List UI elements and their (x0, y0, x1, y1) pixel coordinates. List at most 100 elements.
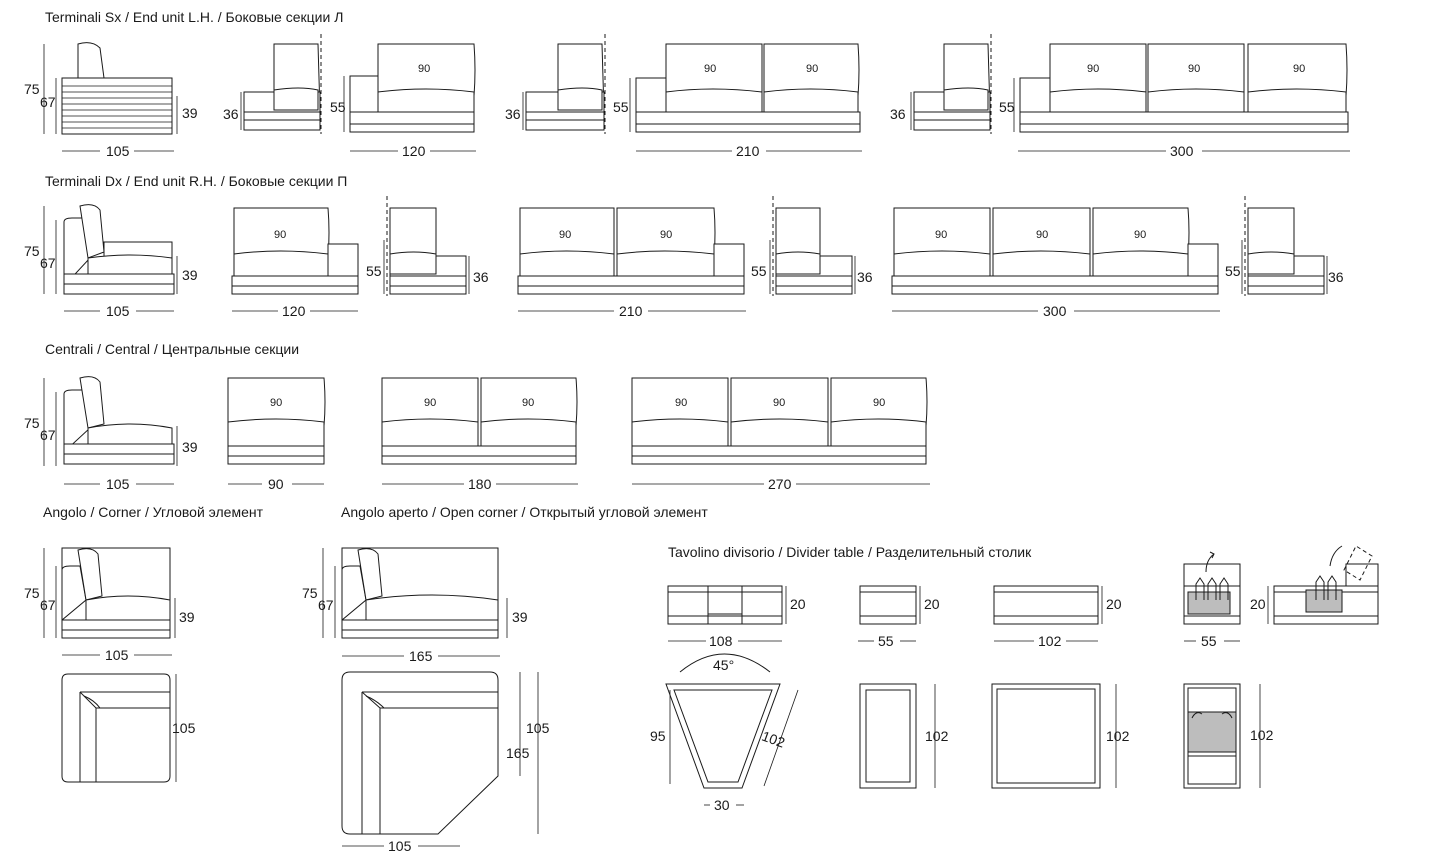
dim-width-300: 300 (1043, 303, 1067, 319)
dim-table-55: 55 (878, 633, 894, 649)
seat-width-label: 90 (1134, 229, 1146, 241)
dim-arm-height: 67 (40, 427, 56, 443)
dim-arm-side-height: 55 (751, 263, 767, 279)
dim-seat-height: 39 (512, 609, 528, 625)
dim-low-height: 36 (1328, 269, 1344, 285)
end-lh-module-120: 90 (349, 43, 476, 133)
seat-width-label: 90 (559, 229, 571, 241)
central-module-90: 90 (227, 377, 326, 465)
divider-table-108-elevation (667, 585, 783, 625)
dim-width-270: 270 (768, 476, 792, 492)
dim-back-height: 75 (24, 243, 40, 259)
dim-seat-height: 39 (182, 267, 198, 283)
end-rh-module-300: 90 90 90 (891, 207, 1219, 295)
end-lh-side-profile (61, 42, 173, 135)
dim-width-120: 120 (282, 303, 306, 319)
dim-table-depth: 102 (1250, 727, 1274, 743)
seat-width-label: 90 (522, 397, 534, 409)
dim-table-102: 102 (1038, 633, 1062, 649)
dim-width-180: 180 (468, 476, 492, 492)
section-title-end-unit-lh: Terminali Sx / End unit L.H. / Боковые с… (45, 9, 343, 25)
dim-open-corner-165: 165 (506, 745, 530, 761)
seat-width-label: 90 (773, 397, 785, 409)
dim-width-120: 120 (402, 143, 426, 159)
end-rh-low-profile-3 (1244, 196, 1325, 296)
corner-plan-view (61, 673, 171, 783)
open-corner-side-profile (341, 547, 499, 639)
divider-table-55-plan (859, 683, 917, 789)
dim-depth: 105 (106, 476, 130, 492)
seat-width-label: 90 (418, 63, 430, 75)
divider-table-bottle-long-elevation (1273, 545, 1379, 625)
central-side-profile (63, 376, 175, 465)
divider-table-102-plan (991, 683, 1101, 789)
dim-back-height: 75 (24, 81, 40, 97)
end-lh-module-300: 90 90 90 (1019, 43, 1349, 133)
rotate-arrow-icon (1191, 712, 1203, 719)
divider-table-55-elevation (859, 585, 917, 625)
rotate-arrow-icon (1221, 712, 1233, 719)
dim-table-trap-side: 102 (760, 728, 788, 751)
end-lh-low-profile-3 (913, 34, 992, 134)
central-module-270: 90 90 90 (631, 377, 928, 465)
divider-table-bottle-plan (1183, 683, 1241, 789)
corner-side-profile (61, 547, 171, 639)
dim-table-55: 55 (1201, 633, 1217, 649)
seat-width-label: 90 (935, 229, 947, 241)
seat-width-label: 90 (270, 397, 282, 409)
open-corner-plan-view (341, 671, 499, 835)
end-rh-side-profile (63, 204, 175, 295)
dim-low-height: 36 (505, 106, 521, 122)
divider-table-bottle-elevation (1183, 551, 1241, 625)
dim-table-height: 20 (1250, 596, 1266, 612)
dim-seat-height: 39 (182, 439, 198, 455)
end-rh-module-120: 90 (231, 207, 359, 295)
seat-width-label: 90 (1293, 63, 1305, 75)
seat-width-label: 90 (274, 229, 286, 241)
dim-table-trap-height: 95 (650, 728, 666, 744)
seat-width-label: 90 (1036, 229, 1048, 241)
seat-width-label: 90 (675, 397, 687, 409)
dim-table-trap-base: 30 (714, 797, 730, 813)
seat-width-label: 90 (704, 63, 716, 75)
divider-table-102-elevation (993, 585, 1099, 625)
dim-width-300: 300 (1170, 143, 1194, 159)
dim-low-height: 36 (857, 269, 873, 285)
dim-open-corner-width: 105 (388, 838, 412, 854)
dim-back-height: 75 (302, 585, 318, 601)
dim-table-height: 20 (790, 596, 806, 612)
dim-table-108: 108 (709, 633, 733, 649)
dim-table-depth: 102 (1106, 728, 1130, 744)
end-lh-low-profile-1 (243, 34, 322, 134)
dim-corner-depth: 105 (172, 720, 196, 736)
seat-width-label: 90 (873, 397, 885, 409)
end-rh-low-profile-1 (386, 196, 467, 296)
dim-arm-height: 67 (40, 94, 56, 110)
dim-depth: 105 (106, 303, 130, 319)
end-rh-low-profile-2 (772, 196, 853, 296)
section-title-corner: Angolo / Corner / Угловой элемент (43, 504, 264, 520)
dim-low-height: 36 (473, 269, 489, 285)
dim-arm-height: 67 (318, 597, 334, 613)
seat-width-label: 90 (424, 397, 436, 409)
end-rh-module-210: 90 90 (517, 207, 745, 295)
dim-depth: 105 (106, 143, 130, 159)
dim-back-height: 75 (24, 415, 40, 431)
dim-table-depth: 102 (925, 728, 949, 744)
dim-width-90: 90 (268, 476, 284, 492)
dim-arm-side-height: 55 (1225, 263, 1241, 279)
section-title-central: Centrali / Central / Центральные секции (45, 341, 299, 357)
end-lh-module-210: 90 90 (635, 43, 861, 133)
dim-width-165: 165 (409, 648, 433, 664)
end-lh-side-stripes (62, 85, 172, 129)
dim-arm-side-height: 55 (999, 99, 1015, 115)
dim-depth: 105 (105, 647, 129, 663)
section-title-divider-table: Tavolino divisorio / Divider table / Раз… (668, 544, 1032, 560)
dim-table-height: 20 (1106, 596, 1122, 612)
section-title-end-unit-rh: Terminali Dx / End unit R.H. / Боковые с… (45, 173, 347, 189)
end-lh-low-profile-2 (525, 34, 606, 134)
section-title-open-corner: Angolo aperto / Open corner / Открытый у… (341, 504, 708, 520)
dim-low-height: 36 (223, 106, 239, 122)
dim-arm-side-height: 55 (330, 99, 346, 115)
